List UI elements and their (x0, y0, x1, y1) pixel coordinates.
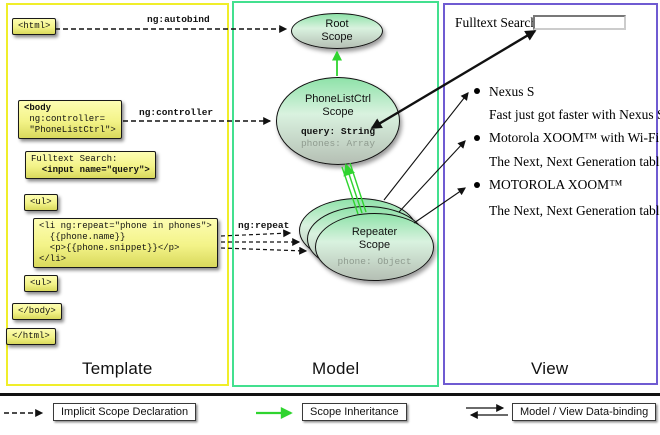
scope-title: Scope (322, 105, 354, 118)
legend-scope-inheritance: Scope Inheritance (302, 403, 407, 421)
code-ul-close: <ul> (24, 275, 58, 292)
view-item-desc: Fast just got faster with Nexus S. (489, 107, 660, 122)
code-line: <li ng:repeat="phone in phones"> (39, 221, 212, 231)
list-bullet (474, 88, 480, 94)
code-html-close: </html> (6, 328, 56, 345)
view-item-desc: The Next, Next Generation tablet. (489, 154, 660, 169)
model-column-label: Model (312, 359, 360, 378)
legend-divider (0, 393, 660, 396)
legend-double-arrow (466, 404, 508, 419)
scope-title: Root (325, 18, 349, 30)
view-item-desc: The Next, Next Generation tablet. (489, 203, 660, 218)
root-scope-ellipse: Root Scope (291, 13, 383, 49)
view-item-title: MOTOROLA XOOM™ (489, 177, 623, 192)
scope-title: Scope (321, 31, 353, 43)
view-item-title: Nexus S (489, 84, 535, 99)
code-li-repeat: <li ng:repeat="phone in phones"> {{phone… (33, 218, 218, 268)
repeater-scope-ellipse: Repeater Scope phone: Object (315, 213, 434, 281)
code-line: </body> (18, 306, 56, 316)
code-line: "PhoneListCtrl"> (24, 125, 116, 135)
code-line: </html> (12, 331, 50, 341)
scope-title: PhoneListCtrl (304, 92, 372, 105)
scope-title: Scope (358, 239, 391, 251)
edge-label-ng-controller: ng:controller (139, 107, 214, 118)
code-line: <p>{{phone.snippet}}</p> (39, 243, 180, 253)
list-bullet (474, 135, 480, 141)
code-html-open: <html> (12, 18, 57, 35)
scope-property: phone: Object (337, 256, 412, 267)
view-item-title: Motorola XOOM™ with Wi-Fi (489, 130, 660, 145)
view-column (443, 3, 658, 385)
scope-property: query: String (300, 125, 376, 137)
code-ul-open: <ul> (24, 194, 58, 211)
code-line: ng:controller= (24, 114, 106, 124)
phonelistctrl-scope-ellipse: PhoneListCtrl Scope query: String phones… (276, 77, 400, 165)
edge-label-ng-autobind: ng:autobind (147, 14, 210, 25)
scope-property: phones: Array (300, 137, 376, 149)
legend-model-view-data-binding: Model / View Data-binding (512, 403, 657, 421)
code-body-close: </body> (12, 303, 62, 320)
edge-label-ng-repeat: ng:repeat (238, 220, 290, 231)
code-body-open: <body ng:controller= "PhoneListCtrl"> (18, 100, 122, 139)
model-column (232, 1, 439, 387)
code-line: <body (24, 103, 52, 113)
view-column-label: View (531, 359, 569, 378)
code-line: <html> (18, 21, 51, 31)
code-line: <input name="query"> (31, 165, 150, 175)
code-line: <ul> (30, 278, 52, 288)
list-bullet (474, 182, 480, 188)
code-line: <ul> (30, 197, 52, 207)
fulltext-search-label: Fulltext Search: (455, 15, 541, 30)
code-line: Fulltext Search: (31, 154, 118, 164)
scope-title: Repeater (351, 226, 398, 238)
template-column-label: Template (82, 359, 153, 378)
code-line: </li> (39, 254, 67, 264)
code-line: {{phone.name}} (39, 232, 126, 242)
legend-implicit-scope-declaration: Implicit Scope Declaration (53, 403, 197, 421)
fulltext-search-input[interactable] (533, 15, 626, 30)
code-fulltext-input: Fulltext Search: <input name="query"> (25, 151, 156, 179)
